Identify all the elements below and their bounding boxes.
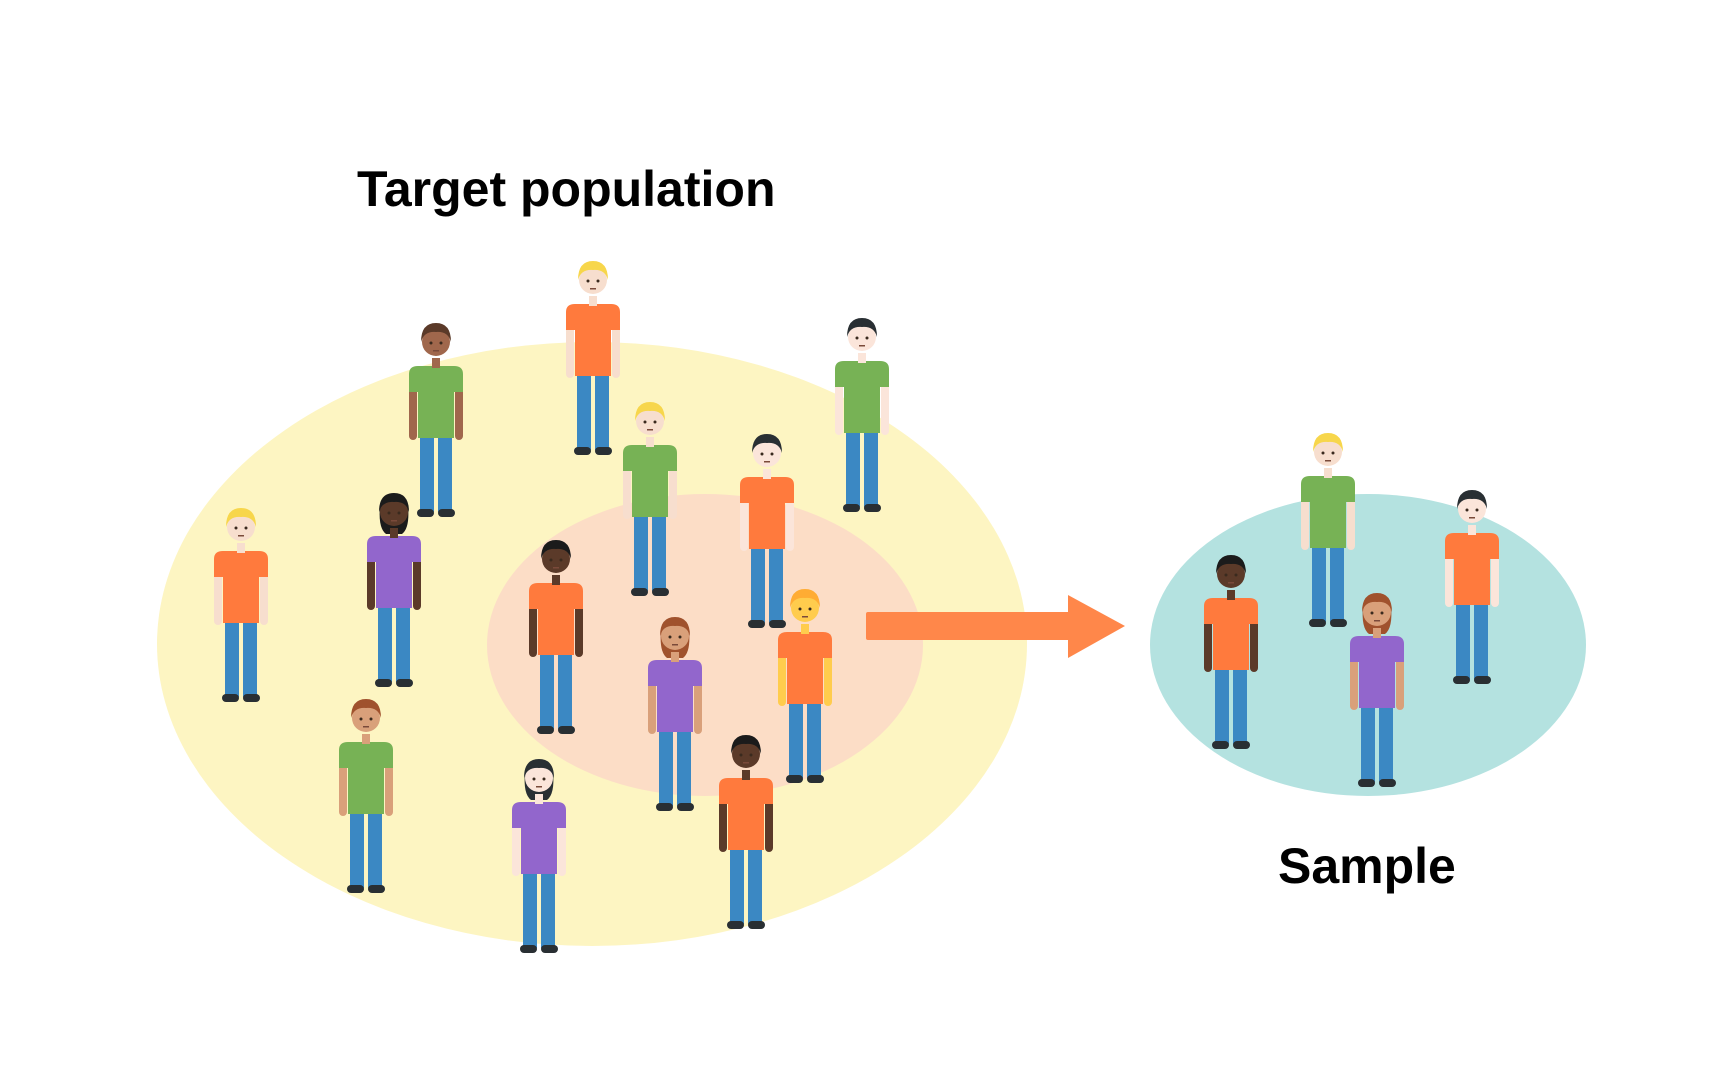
sample-person-icon [1301,433,1355,627]
person-icon [512,759,566,953]
person-icon [719,735,773,929]
person-icon [835,318,889,512]
person-icon [367,493,421,687]
sample-person-icon [1350,593,1404,787]
sample-person-icon [1204,555,1258,749]
person-icon [339,699,393,893]
person-icon [740,434,794,628]
arrow-right-icon [866,595,1125,658]
sample-label: Sample [1278,838,1456,894]
person-icon [529,540,583,734]
person-icon [648,617,702,811]
people-group [214,261,1499,953]
sample-person-icon [1445,490,1499,684]
person-icon [566,261,620,455]
person-icon [778,589,832,783]
person-icon [214,508,268,702]
person-icon [623,402,677,596]
person-icon [409,323,463,517]
population-title: Target population [357,161,775,217]
